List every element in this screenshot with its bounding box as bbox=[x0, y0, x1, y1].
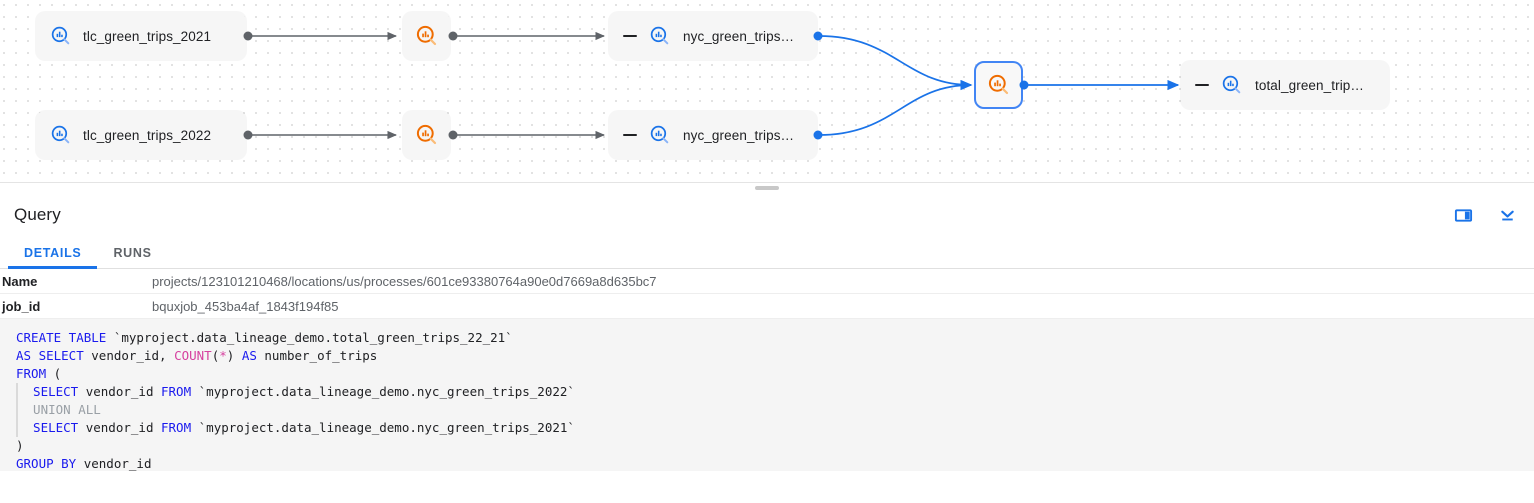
lineage-node-label: tlc_green_trips_2021 bbox=[83, 28, 212, 44]
table-row: Name projects/123101210468/locations/us/… bbox=[0, 269, 1534, 294]
details-table: Name projects/123101210468/locations/us/… bbox=[0, 269, 1534, 319]
panel-resize-divider[interactable] bbox=[0, 182, 1534, 194]
lineage-node-label: nyc_green_trips… bbox=[683, 127, 795, 143]
collapse-panel-icon[interactable] bbox=[1496, 204, 1518, 226]
lineage-node-label: tlc_green_trips_2022 bbox=[83, 127, 212, 143]
bigquery-process-icon bbox=[416, 124, 436, 145]
sql-line: AS SELECT vendor_id, COUNT(*) AS number_… bbox=[16, 348, 378, 363]
bigquery-table-icon bbox=[650, 125, 669, 144]
bigquery-table-icon bbox=[650, 26, 669, 45]
detail-key: Name bbox=[2, 273, 38, 289]
sql-line: SELECT vendor_id FROM `myproject.data_li… bbox=[16, 383, 1534, 401]
query-panel-tabs[interactable]: DETAILS RUNS bbox=[0, 236, 1534, 269]
detail-value: projects/123101210468/locations/us/proce… bbox=[152, 273, 657, 289]
collapse-node-icon[interactable] bbox=[623, 134, 637, 136]
lineage-node-label: nyc_green_trips… bbox=[683, 28, 795, 44]
tab-runs[interactable]: RUNS bbox=[113, 246, 152, 260]
query-panel-header: Query bbox=[0, 194, 1534, 236]
node-output-port[interactable] bbox=[448, 31, 458, 41]
node-output-port[interactable] bbox=[1019, 80, 1029, 90]
page-title: Query bbox=[14, 205, 61, 224]
node-output-port[interactable] bbox=[813, 31, 823, 41]
sql-line: FROM ( bbox=[16, 366, 62, 381]
bigquery-table-icon bbox=[51, 26, 70, 45]
lineage-graph-canvas[interactable]: tlc_green_trips_2021 tlc_green_trips_202… bbox=[0, 0, 1534, 182]
lineage-node-process-selected[interactable] bbox=[974, 61, 1023, 109]
lineage-node-process-top[interactable] bbox=[403, 12, 450, 60]
collapse-node-icon[interactable] bbox=[1195, 84, 1209, 86]
sql-line: ) bbox=[16, 438, 24, 453]
panel-actions bbox=[1452, 204, 1518, 226]
node-output-port[interactable] bbox=[448, 130, 458, 140]
detail-value: bquxjob_453ba4af_1843f194f85 bbox=[152, 298, 339, 314]
table-row: job_id bquxjob_453ba4af_1843f194f85 bbox=[0, 294, 1534, 319]
bigquery-process-icon bbox=[988, 74, 1008, 95]
sql-line: SELECT vendor_id FROM `myproject.data_li… bbox=[16, 419, 1534, 437]
tab-details[interactable]: DETAILS bbox=[8, 246, 98, 269]
lineage-node-total-green-trips[interactable]: total_green_trip… bbox=[1181, 61, 1389, 109]
lineage-node-tlc-green-trips-2022[interactable]: tlc_green_trips_2022 bbox=[36, 111, 246, 159]
node-output-port[interactable] bbox=[813, 130, 823, 140]
lineage-node-nyc-green-trips-2022[interactable]: nyc_green_trips… bbox=[609, 111, 817, 159]
detail-key: job_id bbox=[2, 298, 41, 314]
lineage-node-tlc-green-trips-2021[interactable]: tlc_green_trips_2021 bbox=[36, 12, 246, 60]
bigquery-table-icon bbox=[51, 125, 70, 144]
sql-code-block[interactable]: CREATE TABLE `myproject.data_lineage_dem… bbox=[0, 319, 1534, 471]
drag-handle-icon[interactable] bbox=[755, 186, 779, 190]
sql-line: GROUP BY vendor_id bbox=[16, 456, 152, 471]
bigquery-process-icon bbox=[416, 25, 436, 46]
lineage-node-nyc-green-trips-2021[interactable]: nyc_green_trips… bbox=[609, 12, 817, 60]
sql-line: CREATE TABLE `myproject.data_lineage_dem… bbox=[16, 330, 513, 345]
bigquery-table-icon bbox=[1222, 75, 1241, 94]
lineage-node-label: total_green_trip… bbox=[1255, 77, 1365, 93]
split-panel-icon[interactable] bbox=[1452, 204, 1474, 226]
lineage-node-process-bottom[interactable] bbox=[403, 111, 450, 159]
node-output-port[interactable] bbox=[243, 31, 253, 41]
collapse-node-icon[interactable] bbox=[623, 35, 637, 37]
sql-line: UNION ALL bbox=[16, 401, 1534, 419]
node-output-port[interactable] bbox=[243, 130, 253, 140]
